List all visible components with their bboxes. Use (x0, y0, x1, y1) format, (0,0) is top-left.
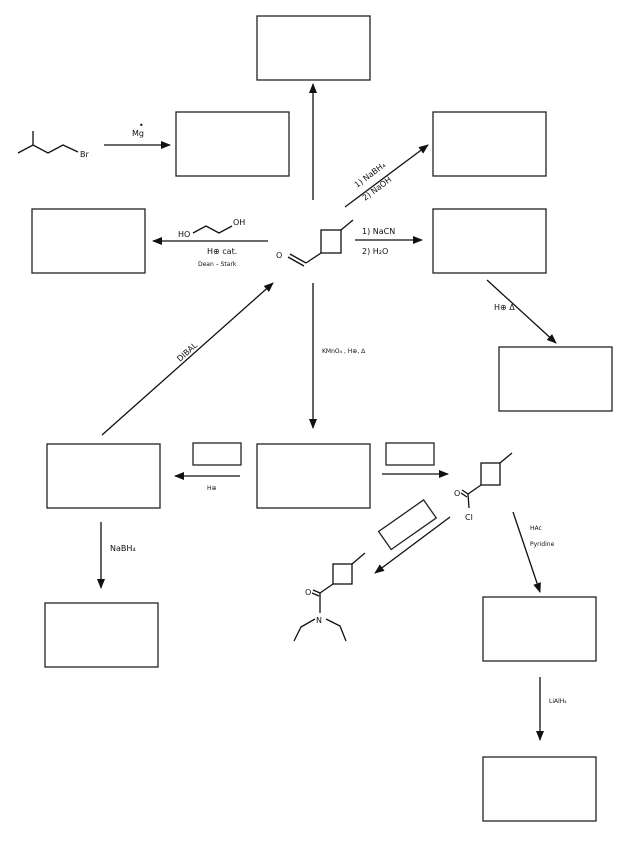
arrow-hac (512, 511, 541, 593)
answer-box-acetal[interactable] (31, 208, 146, 274)
label-heat: H⊕ Δ (494, 303, 515, 312)
label-acid-left: H⊕ (207, 485, 217, 492)
label-mg: Mg (132, 129, 144, 138)
answer-box-hac[interactable] (482, 596, 597, 662)
arrows (97, 83, 557, 741)
answer-box-nacn[interactable] (432, 208, 547, 274)
arrow-amide (374, 516, 451, 574)
label-pyridine: Pyridine (530, 541, 555, 548)
diethyl-amide: O N (293, 552, 366, 642)
atom-cl: Cl (465, 513, 473, 522)
isopentyl-bromide: Br (17, 131, 89, 159)
cyclobutane-aldehyde: O (276, 219, 354, 267)
label-kmno4: KMnO₄ , H⊕, Δ (322, 348, 366, 355)
reagent-box-right[interactable] (385, 442, 435, 466)
answer-box-grignard[interactable] (175, 111, 290, 177)
arrow-nabh4 (344, 144, 429, 208)
label-nacn-1: 1) NaCN (362, 227, 395, 236)
reagent-box-amide[interactable] (377, 499, 438, 551)
arrow-dibal (101, 282, 274, 436)
reagent-box-left[interactable] (192, 442, 242, 466)
ethylene-glycol (192, 225, 233, 234)
answer-box-top[interactable] (256, 15, 371, 81)
arrow-heat (486, 279, 557, 344)
atom-br: Br (80, 150, 89, 159)
atom-o: O (276, 251, 282, 260)
acyl-chloride: O Cl (454, 452, 513, 522)
label-oh: OH (233, 218, 245, 227)
answer-box-heat[interactable] (498, 346, 613, 412)
atom-n: N (316, 616, 322, 625)
answer-box-center[interactable] (256, 443, 371, 509)
label-lialh4: LiAlH₄ (549, 698, 567, 705)
label-nacn-2: 2) H₂O (362, 247, 388, 256)
answer-box-lialh4[interactable] (482, 756, 597, 822)
label-acid-cat: H⊕ cat. (207, 247, 237, 256)
label-hac: HAc (530, 525, 542, 532)
answer-box-left[interactable] (46, 443, 161, 509)
answer-box-nabh4[interactable] (432, 111, 547, 177)
atom-o-acyl: O (454, 489, 460, 498)
label-nabh4-down: NaBH₄ (110, 544, 136, 553)
atom-o-amide: O (305, 588, 311, 597)
answer-box-alcohol[interactable] (44, 602, 159, 668)
label-ho: HO (178, 230, 190, 239)
label-dean-stark: Dean – Stark (198, 261, 237, 268)
label-mg-dot: • (139, 121, 144, 130)
